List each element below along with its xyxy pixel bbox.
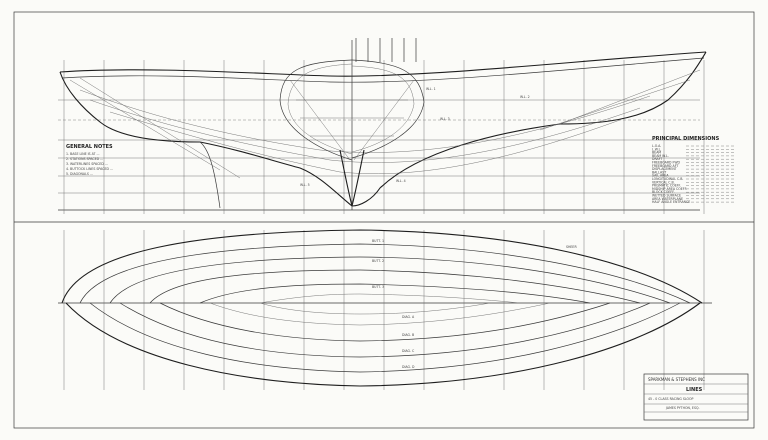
profile-diagonal-4 (539, 79, 691, 131)
body-section-3 (351, 59, 425, 159)
profile-diagonal-1 (69, 79, 221, 171)
plan-diagonal-c (119, 302, 651, 358)
body-keel (339, 149, 365, 207)
plan-diagonal-f (259, 302, 491, 315)
body-diagonal-2 (353, 79, 415, 161)
plan-label-butt2: BUTT. 2 (372, 259, 384, 263)
plan-waterline-3 (149, 269, 641, 304)
title-block-title: LINES (686, 387, 703, 393)
general-note-2: 2. STATIONS SPACED ... (66, 157, 103, 161)
principal-dimension-row: SAIL AREA (652, 174, 669, 178)
general-notes-heading: GENERAL NOTES (66, 144, 113, 150)
plan-diagonal-b (89, 302, 681, 373)
principal-dimension-row: MIDSHIP AREA COEFF. (652, 187, 687, 191)
general-note-3: 3. WATERLINES SPACED ... (66, 162, 108, 166)
body-plan-station-marks (355, 38, 417, 62)
profile-label-wl1: W.L. 1 (426, 87, 436, 91)
title-block-firm: SPARKMAN & STEPHENS INC (648, 377, 705, 382)
body-section-1 (279, 59, 353, 161)
principal-dimension-row: BEAM (652, 151, 661, 155)
plan-waterline-5 (259, 293, 521, 304)
plan-sheer (61, 229, 703, 304)
principal-dimension-row: L.O.A. (652, 144, 661, 148)
general-note-5: 5. DIAGONALS ... (66, 172, 93, 176)
general-notes: GENERAL NOTES 1. BASE LINE IS AT ... 2. … (66, 144, 113, 176)
title-block-subtitle: 45 - 0 CLASS RACING SLOOP (648, 397, 694, 401)
principal-dimension-row: VERTICAL C.B. (652, 180, 675, 184)
general-note-1: 1. BASE LINE IS AT ... (66, 152, 100, 156)
principal-dimensions: PRINCIPAL DIMENSIONS L.O.A.L.W.L.BEAMBEA… (652, 136, 736, 204)
principal-dimension-row: BLOCK COEFF. (652, 190, 675, 194)
plan-waterline-1 (79, 243, 691, 304)
forefoot-line (199, 141, 221, 209)
general-note-4: 4. BUTTOCK LINES SPACED ... (66, 167, 113, 171)
principal-dimension-row: L.W.L. (652, 147, 661, 151)
profile-label-wl2: W.L. 2 (520, 95, 530, 99)
body-section-2 (287, 63, 353, 155)
stern-profile (559, 51, 707, 125)
sheer-line (59, 51, 707, 77)
buttock-line-profile-3 (109, 111, 621, 174)
profile-view (58, 38, 707, 214)
profile-diagonal-3 (559, 69, 701, 125)
principal-dimension-row: FREEBOARD FWD (652, 161, 681, 165)
buttock-line-profile-1 (79, 89, 651, 153)
title-block: SPARKMAN & STEPHENS INC LINES 45 - 0 CLA… (643, 373, 749, 421)
keel-profile (199, 123, 561, 207)
profile-labels: W.L. 1 W.L. 2 W.L. 3 W.L. 4 W.L. 5 (300, 87, 530, 187)
plan-label-diag-a: DIAG. A (402, 315, 415, 319)
plan-label-butt1: BUTT. 1 (372, 239, 384, 243)
plan-station-lines (63, 230, 705, 390)
body-section-4 (351, 65, 415, 153)
half-breadth-plan: BUTT. 1 BUTT. 2 BUTT. 3 DIAG. A DIAG. B … (58, 229, 712, 390)
bow-profile (59, 71, 201, 143)
principal-dimension-row: BEAM W.L. (652, 154, 669, 158)
buttock-line-profile-2 (89, 99, 641, 163)
profile-label-wl4: W.L. 4 (396, 179, 406, 183)
principal-dimension-row: PRISMATIC COEFF. (652, 184, 681, 188)
plan-label-diag-b: DIAG. B (402, 333, 414, 337)
plan-waterline-2 (109, 256, 671, 304)
principal-dimensions-heading: PRINCIPAL DIMENSIONS (652, 136, 720, 142)
plan-diagonal-e (209, 302, 551, 326)
body-diagonal-1 (289, 79, 351, 161)
plan-waterline-4 (199, 283, 591, 304)
principal-dimension-row: DRAFT (652, 157, 662, 161)
title-block-frame (643, 373, 749, 421)
principal-dimension-row: FREEBOARD AFT (652, 164, 678, 168)
profile-diagonal-2 (79, 77, 241, 179)
principal-dimension-row: HALF ANGLE ENTRANCE (652, 200, 690, 204)
profile-station-lines (63, 60, 705, 214)
plan-label-diag-d: DIAG. D (402, 365, 415, 369)
plan-diagonal-a (65, 302, 701, 387)
title-block-designer: JAMES PYTHON, ESQ. (665, 406, 700, 410)
plan-label-diag-c: DIAG. C (402, 349, 415, 353)
principal-dimension-row: LONGITUDINAL C.B. (652, 177, 683, 181)
principal-dimension-row: WETTED SURFACE (652, 194, 681, 198)
plan-diagonal-d (159, 302, 611, 342)
plan-label-butt3: BUTT. 3 (372, 285, 384, 289)
principal-dimension-row: DISPLACEMENT (652, 167, 677, 171)
profile-label-wl3: W.L. 3 (440, 117, 450, 121)
profile-label-wl5: W.L. 5 (300, 183, 310, 187)
deck-line (61, 57, 705, 83)
principal-dimension-row: AREA WATERPLANE (652, 197, 683, 201)
body-plan (279, 38, 425, 210)
principal-dimension-row: BALLAST (652, 170, 666, 174)
sheet-border (13, 11, 755, 429)
plan-label-sheer: SHEER (566, 245, 577, 249)
